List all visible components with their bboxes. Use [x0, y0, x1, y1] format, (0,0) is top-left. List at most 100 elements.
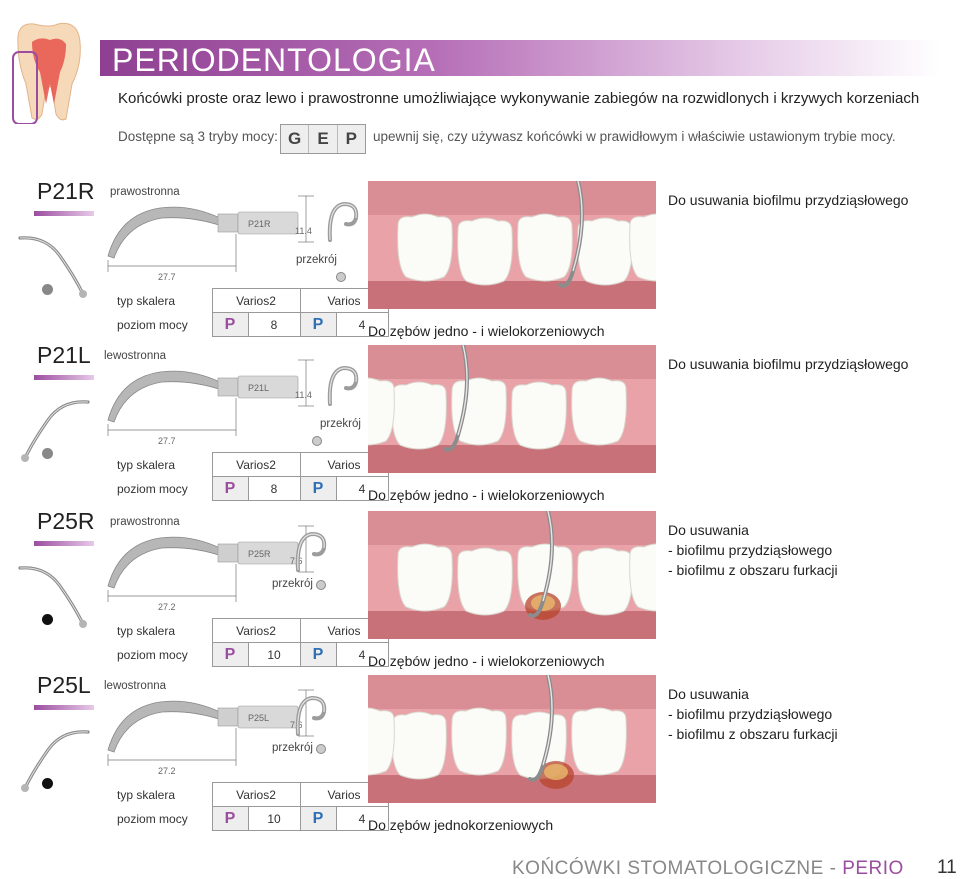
- tip-section-dot-icon: [42, 284, 53, 295]
- code-underline: [34, 211, 94, 216]
- col-varios2: Varios2: [211, 618, 301, 643]
- tip-code: P21L: [37, 342, 91, 368]
- usage-indication: Do zębów jednokorzeniowych: [368, 817, 554, 833]
- code-underline: [34, 541, 94, 546]
- length-dimension: 27.7: [158, 272, 176, 282]
- usage-indication: Do zębów jedno - i wielokorzeniowych: [368, 487, 605, 503]
- power-mode-varios2: P: [211, 806, 249, 831]
- power-value-varios: 4: [335, 642, 389, 667]
- tip-dimension-diagram: P21L 27.7: [100, 358, 360, 453]
- height-dimension: 11.4: [295, 226, 312, 236]
- tooth-logo-icon: [12, 22, 81, 124]
- col-varios2: Varios2: [211, 452, 301, 477]
- cross-section-hook-icon: [295, 695, 327, 736]
- usage-description-line: - biofilmu z obszaru furkacji: [668, 726, 838, 742]
- tip-side-label: prawostronna: [110, 516, 180, 528]
- power-value-varios: 4: [335, 312, 389, 337]
- usage-description-line: - biofilmu przydziąsłowego: [668, 706, 833, 722]
- usage-description-line: Do usuwania biofilmu przydziąsłowego: [668, 356, 909, 372]
- scaler-power-table: typ skalera Varios2 Varios poziom mocy P…: [117, 782, 389, 831]
- cross-section-hook-icon: [295, 531, 327, 572]
- cross-section-label: przekrój: [320, 418, 361, 430]
- usage-description-line: - biofilmu z obszaru furkacji: [668, 562, 838, 578]
- scaler-type-label: typ skalera: [117, 787, 176, 802]
- tip-illustration-icon: [16, 228, 96, 308]
- mode-e: E: [309, 125, 338, 153]
- power-mode-varios2: P: [211, 642, 249, 667]
- tip-illustration-icon: [16, 392, 96, 472]
- tip-engraving: P25R: [248, 549, 271, 559]
- power-level-label: poziom mocy: [117, 481, 188, 496]
- tip-code: P25R: [37, 508, 95, 534]
- power-value-varios: 4: [335, 806, 389, 831]
- tip-code: P25L: [37, 672, 91, 698]
- tip-section-dot-icon: [42, 614, 53, 625]
- power-mode-varios: P: [299, 642, 337, 667]
- cross-section-dot-icon: [312, 436, 322, 446]
- power-modes-box: G E P: [280, 124, 366, 154]
- length-dimension: 27.2: [158, 766, 176, 776]
- modes-label: Dostępne są 3 tryby mocy:: [118, 129, 278, 144]
- page-title: PERIODENTOLOGIA: [112, 42, 436, 78]
- footer-text: KOŃCÓWKI STOMATOLOGICZNE -: [512, 858, 843, 879]
- clinical-photo: [368, 511, 656, 639]
- tip-side-label: lewostronna: [104, 350, 167, 362]
- tip-engraving: P25L: [248, 713, 269, 723]
- scaler-type-label: typ skalera: [117, 457, 176, 472]
- tip-code: P21R: [37, 178, 95, 204]
- tip-section-dot-icon: [42, 778, 53, 789]
- scaler-power-table: typ skalera Varios2 Varios poziom mocy P…: [117, 288, 389, 337]
- clinical-photo: [368, 181, 656, 309]
- tip-side-label: lewostronna: [104, 680, 167, 692]
- scaler-power-table: typ skalera Varios2 Varios poziom mocy P…: [117, 452, 389, 501]
- tip-dimension-diagram: P25L 27.2: [100, 688, 360, 783]
- cross-section-hook-icon: [327, 201, 359, 242]
- tip-illustration-icon: [16, 558, 96, 638]
- cross-section-dot-icon: [336, 272, 346, 282]
- page-number: 11: [937, 857, 957, 878]
- cross-section-dot-icon: [316, 744, 326, 754]
- height-dimension: 11.4: [295, 390, 312, 400]
- usage-description-line: Do usuwania: [668, 686, 749, 702]
- cross-section-hook-icon: [327, 365, 359, 406]
- subtitle: Końcówki proste oraz lewo i prawostronne…: [118, 90, 920, 107]
- power-value-varios2: 10: [247, 806, 301, 831]
- scaler-type-label: typ skalera: [117, 293, 176, 308]
- tip-side-label: prawostronna: [110, 186, 180, 198]
- usage-indication: Do zębów jedno - i wielokorzeniowych: [368, 323, 605, 339]
- usage-description-line: Do usuwania biofilmu przydziąsłowego: [668, 192, 909, 208]
- footer-accent: PERIO: [842, 858, 904, 879]
- mode-g: G: [281, 125, 310, 153]
- length-dimension: 27.2: [158, 602, 176, 612]
- usage-description: Do usuwania- biofilmu przydziąsłowego- b…: [668, 520, 838, 580]
- power-value-varios: 4: [335, 476, 389, 501]
- power-value-varios2: 10: [247, 642, 301, 667]
- mode-p: P: [337, 125, 365, 153]
- tip-illustration-icon: [16, 722, 96, 802]
- usage-description: Do usuwania - biofilmu przydziąsłowego - b…: [668, 684, 838, 744]
- tip-dimension-diagram: P21R 27.7: [100, 194, 360, 289]
- cross-section-label: przekrój: [296, 254, 337, 266]
- power-level-label: poziom mocy: [117, 317, 188, 332]
- power-value-varios2: 8: [247, 312, 301, 337]
- usage-description-line: Do usuwania: [668, 522, 749, 538]
- power-level-label: poziom mocy: [117, 647, 188, 662]
- power-level-label: poziom mocy: [117, 811, 188, 826]
- cross-section-label: przekrój: [272, 578, 313, 590]
- code-underline: [34, 375, 94, 380]
- scaler-power-table: typ skalera Varios2 Varios poziom mocy P…: [117, 618, 389, 667]
- tip-section-dot-icon: [42, 448, 53, 459]
- power-mode-varios2: P: [211, 476, 249, 501]
- modes-note: upewnij się, czy używasz końcówki w praw…: [373, 129, 896, 144]
- usage-indication: Do zębów jedno - i wielokorzeniowych: [368, 653, 605, 669]
- length-dimension: 27.7: [158, 436, 176, 446]
- cross-section-dot-icon: [316, 580, 326, 590]
- code-underline: [34, 705, 94, 710]
- power-mode-varios: P: [299, 312, 337, 337]
- col-varios2: Varios2: [211, 782, 301, 807]
- power-mode-varios: P: [299, 476, 337, 501]
- clinical-photo: [368, 675, 656, 803]
- power-mode-varios2: P: [211, 312, 249, 337]
- power-mode-varios: P: [299, 806, 337, 831]
- usage-description: Do usuwania biofilmu przydziąsłowego: [668, 354, 908, 374]
